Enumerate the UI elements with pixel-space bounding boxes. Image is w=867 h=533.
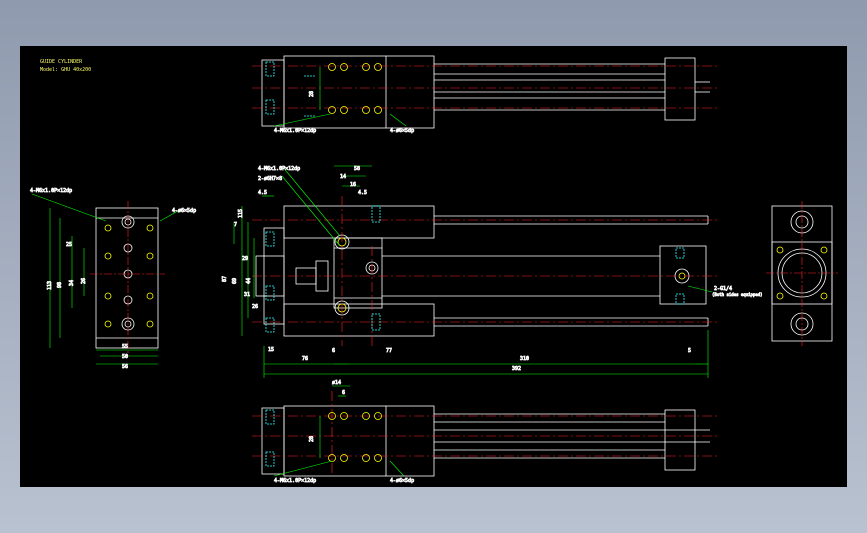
side-dim-26: 26 bbox=[81, 278, 87, 284]
front-dim-15: 15 bbox=[268, 347, 274, 353]
top-plate bbox=[664, 57, 696, 121]
front-dim-58: 58 bbox=[354, 166, 360, 172]
side-dim-98: 98 bbox=[57, 282, 63, 288]
side-dim-56: 56 bbox=[122, 364, 128, 370]
front-dim-115: 115 bbox=[238, 209, 244, 218]
front-dim-76: 76 bbox=[302, 356, 308, 362]
bottom-dim-14: ø14 bbox=[332, 380, 341, 386]
bottom-body bbox=[283, 405, 435, 477]
bottom-note-right: 4-ø6×5dp bbox=[390, 478, 414, 484]
front-end-plate bbox=[659, 245, 707, 305]
front-note-1: 4-M6x1.0P×12dp bbox=[258, 166, 300, 172]
front-lower-guide bbox=[283, 303, 435, 337]
bottom-dim-28: 28 bbox=[309, 436, 315, 442]
port-note: 2-G1/4 bbox=[714, 286, 732, 292]
front-dim-45: 4.5 bbox=[258, 190, 267, 196]
bottom-end-cap bbox=[261, 407, 285, 475]
front-dim-14: 14 bbox=[340, 174, 346, 180]
front-dim-77: 77 bbox=[386, 348, 392, 354]
cad-drawing-canvas[interactable]: GUIDE CYLINDER Model: GHU 40x200 bbox=[20, 46, 847, 487]
side-dim-25: 25 bbox=[66, 242, 72, 248]
bottom-note-left: 4-M6x1.0P×12dp bbox=[274, 478, 316, 484]
top-note-left: 4-M6x1.0P×12dp bbox=[274, 128, 316, 134]
front-dim-16: 16 bbox=[350, 182, 356, 188]
front-dim-69: 69 bbox=[232, 278, 238, 284]
front-dim-310: 310 bbox=[520, 356, 529, 362]
front-dim-7: 7 bbox=[234, 222, 237, 228]
front-dim-5: 5 bbox=[688, 348, 691, 354]
front-note-2: 2-ø6H7×8 bbox=[258, 176, 282, 182]
title-line1: GUIDE CYLINDER bbox=[40, 59, 83, 65]
front-main-block bbox=[333, 237, 383, 309]
side-note-left: 4-M6x1.0P×12dp bbox=[30, 188, 72, 194]
front-dim-87: 87 bbox=[222, 276, 228, 282]
top-view: 28 4-M6x1.0P×12dp 4-ø6×5dp bbox=[252, 55, 720, 134]
top-note-right: 4-ø6×5dp bbox=[390, 128, 414, 134]
title-line2: Model: GHU 40x200 bbox=[40, 67, 91, 73]
front-dim-31: 31 bbox=[244, 292, 250, 298]
side-note-right: 4-ø6×5dp bbox=[172, 208, 196, 214]
side-dim-34: 34 bbox=[69, 280, 75, 286]
bottom-dim-6: 6 bbox=[342, 390, 345, 396]
top-dim-28: 28 bbox=[309, 91, 315, 97]
side-dim-50: 50 bbox=[122, 354, 128, 360]
cad-drawing: GUIDE CYLINDER Model: GHU 40x200 bbox=[30, 55, 838, 484]
front-view: 58 14 16 4.5 4.5 115 7 87 69 44 29 31 26… bbox=[222, 166, 763, 378]
side-view: 113 98 34 26 55 50 56 25 4-M6x1.0P×12dp … bbox=[30, 188, 197, 371]
port-note-sub: (Both sides equipped) bbox=[712, 292, 763, 297]
end-view bbox=[766, 201, 838, 346]
front-dim-44: 44 bbox=[246, 278, 252, 284]
bottom-plate bbox=[664, 409, 696, 471]
top-end-cap bbox=[261, 59, 285, 127]
title-block: GUIDE CYLINDER Model: GHU 40x200 bbox=[40, 59, 91, 73]
front-dim-45b: 4.5 bbox=[358, 190, 367, 196]
side-body bbox=[95, 207, 159, 349]
front-dim-26: 26 bbox=[252, 304, 258, 310]
side-dim-55: 55 bbox=[122, 344, 128, 350]
bottom-view: ø14 6 28 4-M6x1.0P×12dp 4-ø6×5dp bbox=[252, 380, 720, 484]
front-dim-6: 6 bbox=[332, 348, 335, 354]
front-dim-29: 29 bbox=[242, 256, 248, 262]
side-dim-113: 113 bbox=[47, 281, 53, 290]
front-upper-guide bbox=[283, 205, 435, 239]
top-body bbox=[283, 55, 435, 129]
front-dim-392: 392 bbox=[512, 366, 521, 372]
